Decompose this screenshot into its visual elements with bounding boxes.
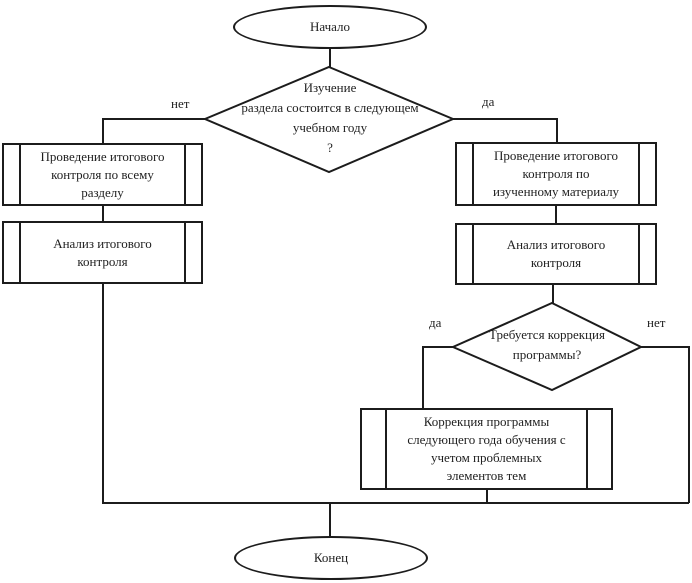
decision2-label: Требуется коррекция программы?: [489, 327, 605, 362]
edge-decision1-no-branch: [102, 118, 205, 144]
end-terminator: Конец: [234, 536, 428, 580]
right-process1-label: Проведение итогового контроля по изученн…: [492, 148, 620, 199]
edge-left-process2-to-bottom: [102, 284, 689, 504]
left-process2: Анализ итогового контроля: [2, 221, 203, 284]
edge-decision2-yes-branch: [422, 346, 453, 409]
left-process1-label: Проведение итогового контроля по всему р…: [40, 148, 165, 200]
start-terminator: Начало: [233, 5, 427, 49]
left-process2-right-bar: [184, 223, 186, 282]
decision2-no-label: нет: [647, 315, 666, 330]
left-process2-label: Анализ итогового контроля: [53, 235, 152, 269]
edge-decision1-yes-branch: [453, 118, 558, 143]
decision1-label: Изучение раздела состоится в следующем у…: [241, 80, 419, 155]
right-process2-label: Анализ итогового контроля: [506, 237, 606, 270]
end-label: Конец: [313, 550, 349, 565]
right-process1-left-bar: [472, 144, 474, 204]
correction-process-right-bar: [586, 410, 588, 488]
right-process1: Проведение итогового контроля по изученн…: [455, 142, 657, 206]
right-process2-right-bar: [638, 225, 640, 283]
decision1-yes-label: да: [482, 94, 495, 109]
left-process1-right-bar: [184, 145, 186, 204]
right-process2: Анализ итогового контроля: [455, 223, 657, 285]
correction-process: Коррекция программы следующего года обуч…: [360, 408, 613, 490]
right-process2-left-bar: [472, 225, 474, 283]
left-process1: Проведение итогового контроля по всему р…: [2, 143, 203, 206]
edge-decision2-no-branch: [641, 346, 690, 503]
decision1-no-label: нет: [171, 96, 190, 111]
left-process2-left-bar: [19, 223, 21, 282]
correction-process-label: Коррекция программы следующего года обуч…: [407, 414, 566, 483]
decision1-shape: [202, 65, 456, 174]
decision2-shape: [450, 301, 644, 392]
decision2-yes-label: да: [429, 315, 442, 330]
left-process1-left-bar: [19, 145, 21, 204]
correction-process-left-bar: [385, 410, 387, 488]
right-process1-right-bar: [638, 144, 640, 204]
start-label: Начало: [309, 19, 351, 34]
